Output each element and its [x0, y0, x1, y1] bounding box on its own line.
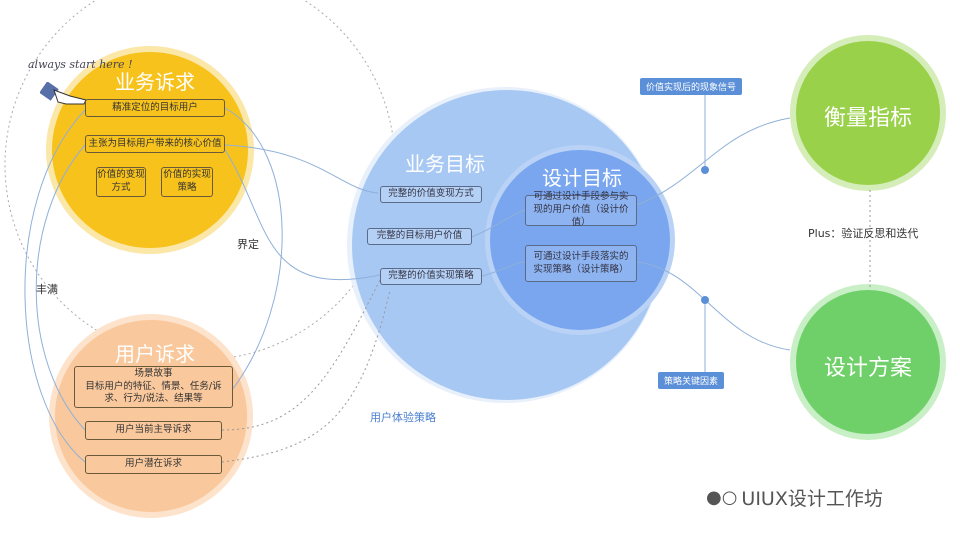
user-appeal-box-latent: 用户潜在诉求	[85, 455, 222, 474]
ux-strategy-label: 用户体验策略	[370, 411, 436, 424]
always-start-here-hint: always start here !	[28, 58, 133, 71]
business-appeal-box-target-user: 精准定位的目标用户	[85, 99, 225, 117]
design-plan-circle	[796, 290, 940, 434]
business-appeal-title: 业务诉求	[115, 70, 195, 94]
key-factors-badge: 策略关键因素	[658, 372, 725, 389]
user-appeal-box-current: 用户当前主导诉求	[85, 421, 222, 440]
design-goal-box-value: 可通过设计手段参与实现的用户价值（设计价值）	[525, 191, 637, 228]
plus-iteration-label: Plus：验证反思和迭代	[808, 227, 919, 240]
design-plan-title: 设计方案	[823, 356, 913, 381]
define-label: 界定	[237, 238, 259, 251]
wechat-icon: ●○	[706, 487, 738, 508]
pointing-hand-icon	[40, 82, 88, 105]
design-goal-circle	[490, 150, 670, 330]
metrics-title: 衡量指标	[823, 106, 913, 131]
design-goal-box-strategy: 可通过设计手段落实的实现策略（设计策略）	[525, 245, 637, 282]
user-appeal-title: 用户诉求	[115, 342, 195, 366]
user-appeal-circle	[55, 320, 247, 512]
business-goal-box-monetization: 完整的价值变现方式	[380, 186, 482, 203]
user-appeal-box-scenario: 场景故事 目标用户的特征、情景、任务/诉求、行为/说法、结果等	[74, 366, 233, 408]
enrich-label: 丰满	[36, 283, 58, 296]
scenario-title: 场景故事	[134, 367, 173, 379]
business-goal-box-strategy: 完整的价值实现策略	[380, 268, 482, 285]
business-goal-title: 业务目标	[405, 152, 485, 176]
signal-badge: 价值实现后的现象信号	[640, 78, 743, 95]
business-goal-box-user-value: 完整的目标用户价值	[367, 228, 472, 245]
watermark-text: UIUX设计工作坊	[741, 488, 883, 510]
scenario-body: 目标用户的特征、情景、任务/诉求、行为/说法、结果等	[85, 380, 222, 405]
business-appeal-circle	[52, 52, 248, 248]
business-appeal-box-strategy: 价值的实现策略	[161, 167, 213, 197]
business-appeal-box-core-value: 主张为目标用户带来的核心价值	[85, 135, 225, 153]
watermark: ●○ UIUX设计工作坊	[706, 484, 883, 511]
business-appeal-box-monetization: 价值的变现方式	[96, 167, 146, 197]
design-goal-title: 设计目标	[542, 166, 622, 190]
metrics-circle	[796, 41, 940, 185]
